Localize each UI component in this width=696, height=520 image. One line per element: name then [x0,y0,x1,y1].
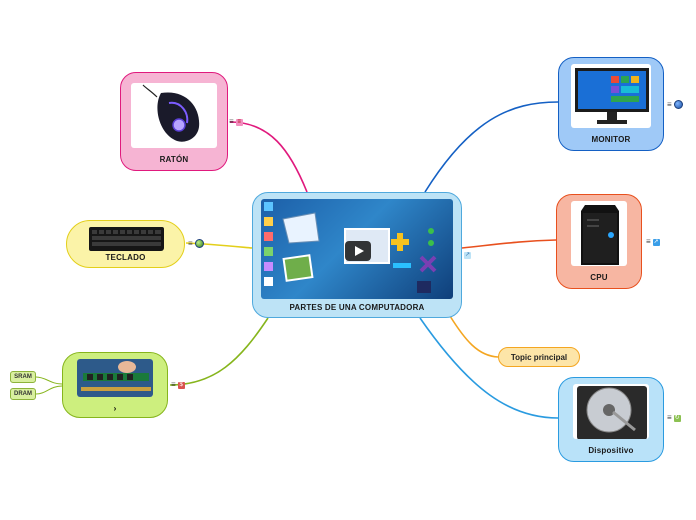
notes-icon: ≡ [171,380,176,389]
raton-notes[interactable]: ≡ ≡ [229,118,243,126]
link-cpu [461,239,557,249]
topic-monitor[interactable]: MONITOR [558,57,664,151]
keyboard-icon [89,227,164,251]
link-ram [169,317,269,386]
teclado-notes[interactable]: ≡ [188,239,204,248]
ram-image [77,359,153,397]
collapse-chevron-icon[interactable]: › [113,404,117,413]
topic-dispositivo[interactable]: Dispositivo [558,377,664,462]
hard-drive-icon [577,386,647,439]
notes-icon: ≡ [667,99,672,109]
notes-icon: ≡ [667,413,672,422]
attachment-icon: ≡ [235,118,243,126]
attachment-icon: ➚ [652,238,660,246]
dispositivo-notes[interactable]: ≡ ↻ [667,414,681,422]
cpu-image [571,201,627,266]
link-topic [449,315,499,358]
link-globe-icon [194,239,204,248]
link-globe-icon [673,100,683,109]
topic-dispositivo-label: Dispositivo [588,446,634,455]
attachment-icon: ↻ [673,414,681,422]
central-image [261,199,453,299]
subtopic-sram[interactable]: SRAM [10,371,36,383]
topic-raton-label: RATÓN [159,155,189,164]
topic-teclado-label: TECLADO [105,253,146,262]
monitor-image [571,64,651,128]
share-icon: ↗ [464,252,471,259]
topic-raton[interactable]: RATÓN [120,72,228,171]
link-raton [229,121,308,193]
link-sram [35,376,63,385]
notes-icon: ≡ [229,117,234,126]
topic-cpu[interactable]: CPU [556,194,642,289]
gaming-mouse-icon [142,84,200,142]
notes-icon: ≡ [188,238,193,248]
mouse-image [131,83,217,148]
topic-ram[interactable]: › [62,352,168,418]
link-monitor [424,101,559,193]
topic-monitor-label: MONITOR [591,135,631,144]
keyboard-image [87,225,164,251]
play-video-button[interactable] [345,241,371,261]
monitor-notes[interactable]: ≡ [667,100,683,109]
ram-notes[interactable]: ≡ $ [171,381,185,389]
topic-cpu-label: CPU [590,273,608,282]
link-dram [35,385,63,395]
attachment-icon: $ [177,381,185,389]
central-link-icon[interactable]: ↗ [464,252,471,259]
central-topic[interactable]: PARTES DE UNA COMPUTADORA [252,192,462,318]
topic-teclado[interactable]: TECLADO [66,220,185,268]
harddrive-image [573,384,649,439]
central-label: PARTES DE UNA COMPUTADORA [289,303,425,312]
cpu-tower-icon [581,205,619,265]
monitor-icon [575,68,649,124]
topic-principal[interactable]: Topic principal [498,347,580,367]
link-teclado [185,242,253,249]
notes-icon: ≡ [646,237,651,246]
ram-module-icon [77,359,153,397]
link-dispositivo [419,317,559,419]
cpu-notes[interactable]: ≡ ➚ [646,238,660,246]
subtopic-dram[interactable]: DRAM [10,388,36,400]
